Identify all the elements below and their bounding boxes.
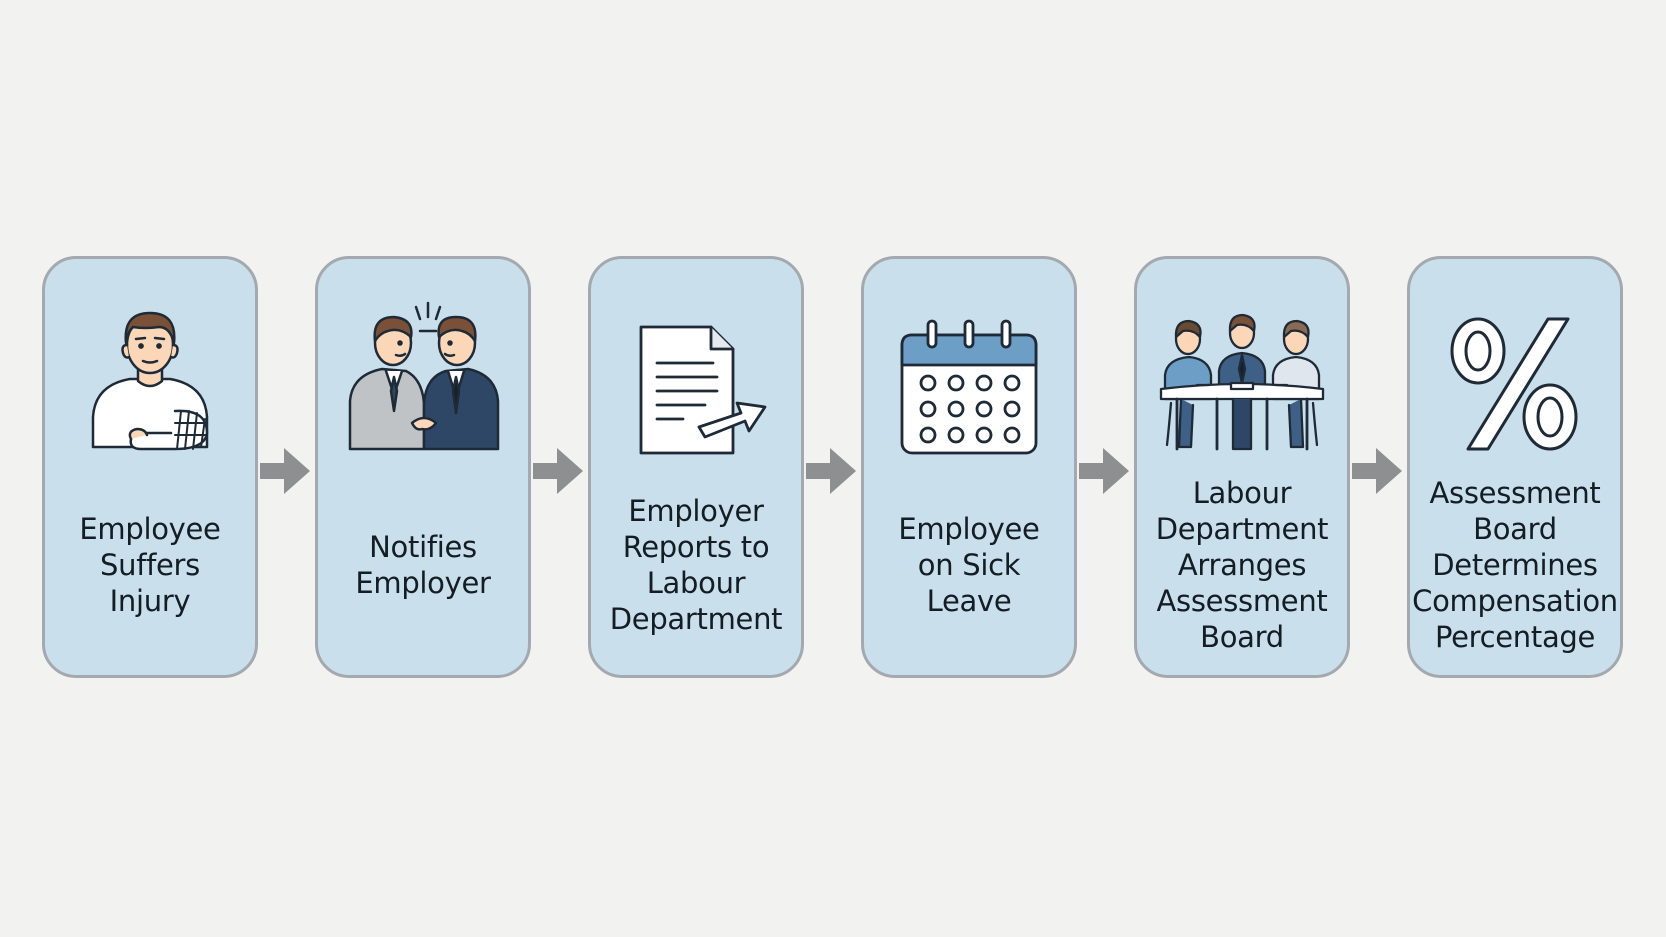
step-employee-suffers-injury: Employee Suffers Injury bbox=[42, 256, 258, 678]
step-label: Employee Suffers Injury bbox=[79, 512, 221, 618]
step-label: Assessment Board Determines Compensation… bbox=[1412, 476, 1618, 654]
step-employer-reports-to-labour-department: Employer Reports to Labour Department bbox=[588, 256, 804, 678]
meeting-table-icon bbox=[1137, 299, 1347, 459]
document-arrow-icon bbox=[591, 299, 801, 459]
percent-icon bbox=[1410, 299, 1620, 459]
flow-arrow bbox=[260, 448, 310, 494]
flow-arrow bbox=[806, 448, 856, 494]
injured-person-icon bbox=[45, 299, 255, 459]
step-label: Notifies Employer bbox=[355, 530, 491, 600]
step-notifies-employer: Notifies Employer bbox=[315, 256, 531, 678]
flow-arrow bbox=[1352, 448, 1402, 494]
step-labour-department-arranges-assessment-board: Labour Department Arranges Assessment Bo… bbox=[1134, 256, 1350, 678]
flow-arrow bbox=[1079, 448, 1129, 494]
two-people-talking-icon bbox=[318, 299, 528, 459]
step-label: Employee on Sick Leave bbox=[898, 512, 1040, 618]
step-employee-on-sick-leave: Employee on Sick Leave bbox=[861, 256, 1077, 678]
flow-arrow bbox=[533, 448, 583, 494]
step-assessment-board-determines-compensation-percentage: Assessment Board Determines Compensation… bbox=[1407, 256, 1623, 678]
calendar-icon bbox=[864, 299, 1074, 459]
step-label: Labour Department Arranges Assessment Bo… bbox=[1155, 476, 1329, 654]
step-label: Employer Reports to Labour Department bbox=[609, 494, 783, 636]
